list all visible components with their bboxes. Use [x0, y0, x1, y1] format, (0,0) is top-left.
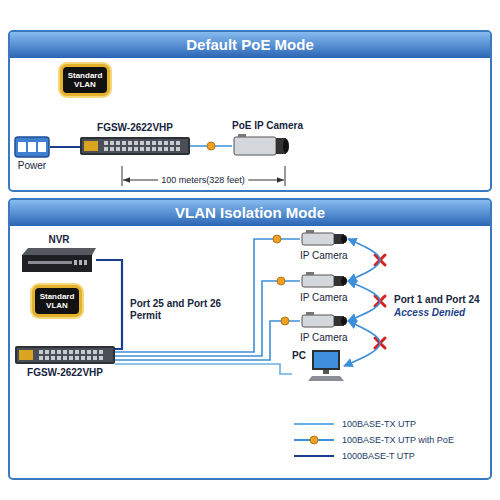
vlan-badge: Standard VLAN [60, 64, 110, 96]
device-picture [308, 350, 344, 382]
camera-icon [300, 230, 348, 248]
device-label: Power [18, 160, 46, 172]
dimension-label: 100 meters(328 feet) [158, 174, 248, 186]
camera-device: PoE IP Camera [232, 120, 303, 158]
poe-dot [281, 317, 289, 325]
switch-icon [15, 345, 115, 365]
network-cable [115, 364, 292, 374]
nvr-device: NVR [22, 234, 96, 272]
legend-sample [292, 419, 336, 429]
device-label: PoE IP Camera [232, 120, 303, 132]
camera-icon [232, 134, 290, 158]
panel-title: VLAN Isolation Mode [10, 200, 490, 226]
legend-row: 1000BASE-T UTP [292, 448, 454, 464]
device-picture [15, 345, 115, 365]
switch-icon [80, 136, 190, 156]
legend-sample [292, 451, 336, 461]
power-icon [14, 136, 50, 158]
device-picture [300, 272, 348, 290]
legend-text: 100BASE-TX UTP with PoE [342, 435, 454, 445]
pc-icon [308, 350, 344, 382]
port-note: Access Denied [394, 307, 465, 319]
network-cable [115, 239, 300, 352]
legend-row: 100BASE-TX UTP with PoE [292, 432, 454, 448]
camera-device: IP Camera [300, 312, 348, 344]
network-cable [115, 321, 300, 360]
device-picture [22, 248, 96, 272]
device-picture [300, 230, 348, 248]
camera-device: IP Camera [300, 272, 348, 304]
device-picture [300, 312, 348, 330]
legend-text: 100BASE-TX UTP [342, 419, 416, 429]
vlan-badge: Standard VLAN [32, 285, 82, 317]
device-picture [14, 136, 50, 158]
network-cable [115, 281, 300, 356]
device-picture [80, 136, 190, 156]
legend-row: 100BASE-TX UTP [292, 416, 454, 432]
dimension-line [122, 166, 285, 186]
pc-device: PC [292, 350, 344, 382]
camera-icon [300, 312, 348, 330]
camera-device: IP Camera [300, 230, 348, 262]
device-picture [232, 134, 290, 158]
device-label: PC [292, 350, 306, 362]
badge-text: Standard VLAN [32, 285, 82, 317]
port-note: Port 25 and Port 26 Permit [130, 298, 238, 322]
device-label: IP Camera [300, 250, 348, 262]
device-label: FGSW-2622VHP [27, 367, 103, 379]
panel-title: Default PoE Mode [10, 32, 490, 58]
legend-text: 1000BASE-T UTP [342, 451, 415, 461]
device-label: IP Camera [300, 292, 348, 304]
network-cable [50, 146, 80, 148]
access-arrow [344, 321, 380, 366]
mode-panel: Default PoE ModeStandard VLAN FGSW-2622VH… [8, 30, 492, 192]
port-note: Port 1 and Port 24 [394, 294, 480, 306]
access-arrow [348, 281, 380, 321]
switch-device: FGSW-2622VHP [15, 345, 115, 379]
network-cable [96, 260, 122, 349]
device-label: NVR [48, 234, 69, 246]
switch-device: FGSW-2622VHP [80, 122, 190, 156]
legend-sample [292, 435, 336, 445]
badge-text: Standard VLAN [60, 64, 110, 96]
power-device: Power [14, 136, 50, 172]
legend: 100BASE-TX UTP 100BASE-TX UTP with PoE 100… [292, 416, 454, 464]
camera-icon [300, 272, 348, 290]
device-label: IP Camera [300, 332, 348, 344]
poe-dot [273, 235, 281, 243]
nvr-icon [22, 248, 96, 272]
device-label: FGSW-2622VHP [97, 122, 173, 134]
access-arrow [348, 239, 380, 281]
poe-dot [277, 277, 285, 285]
poe-dot [207, 142, 215, 150]
